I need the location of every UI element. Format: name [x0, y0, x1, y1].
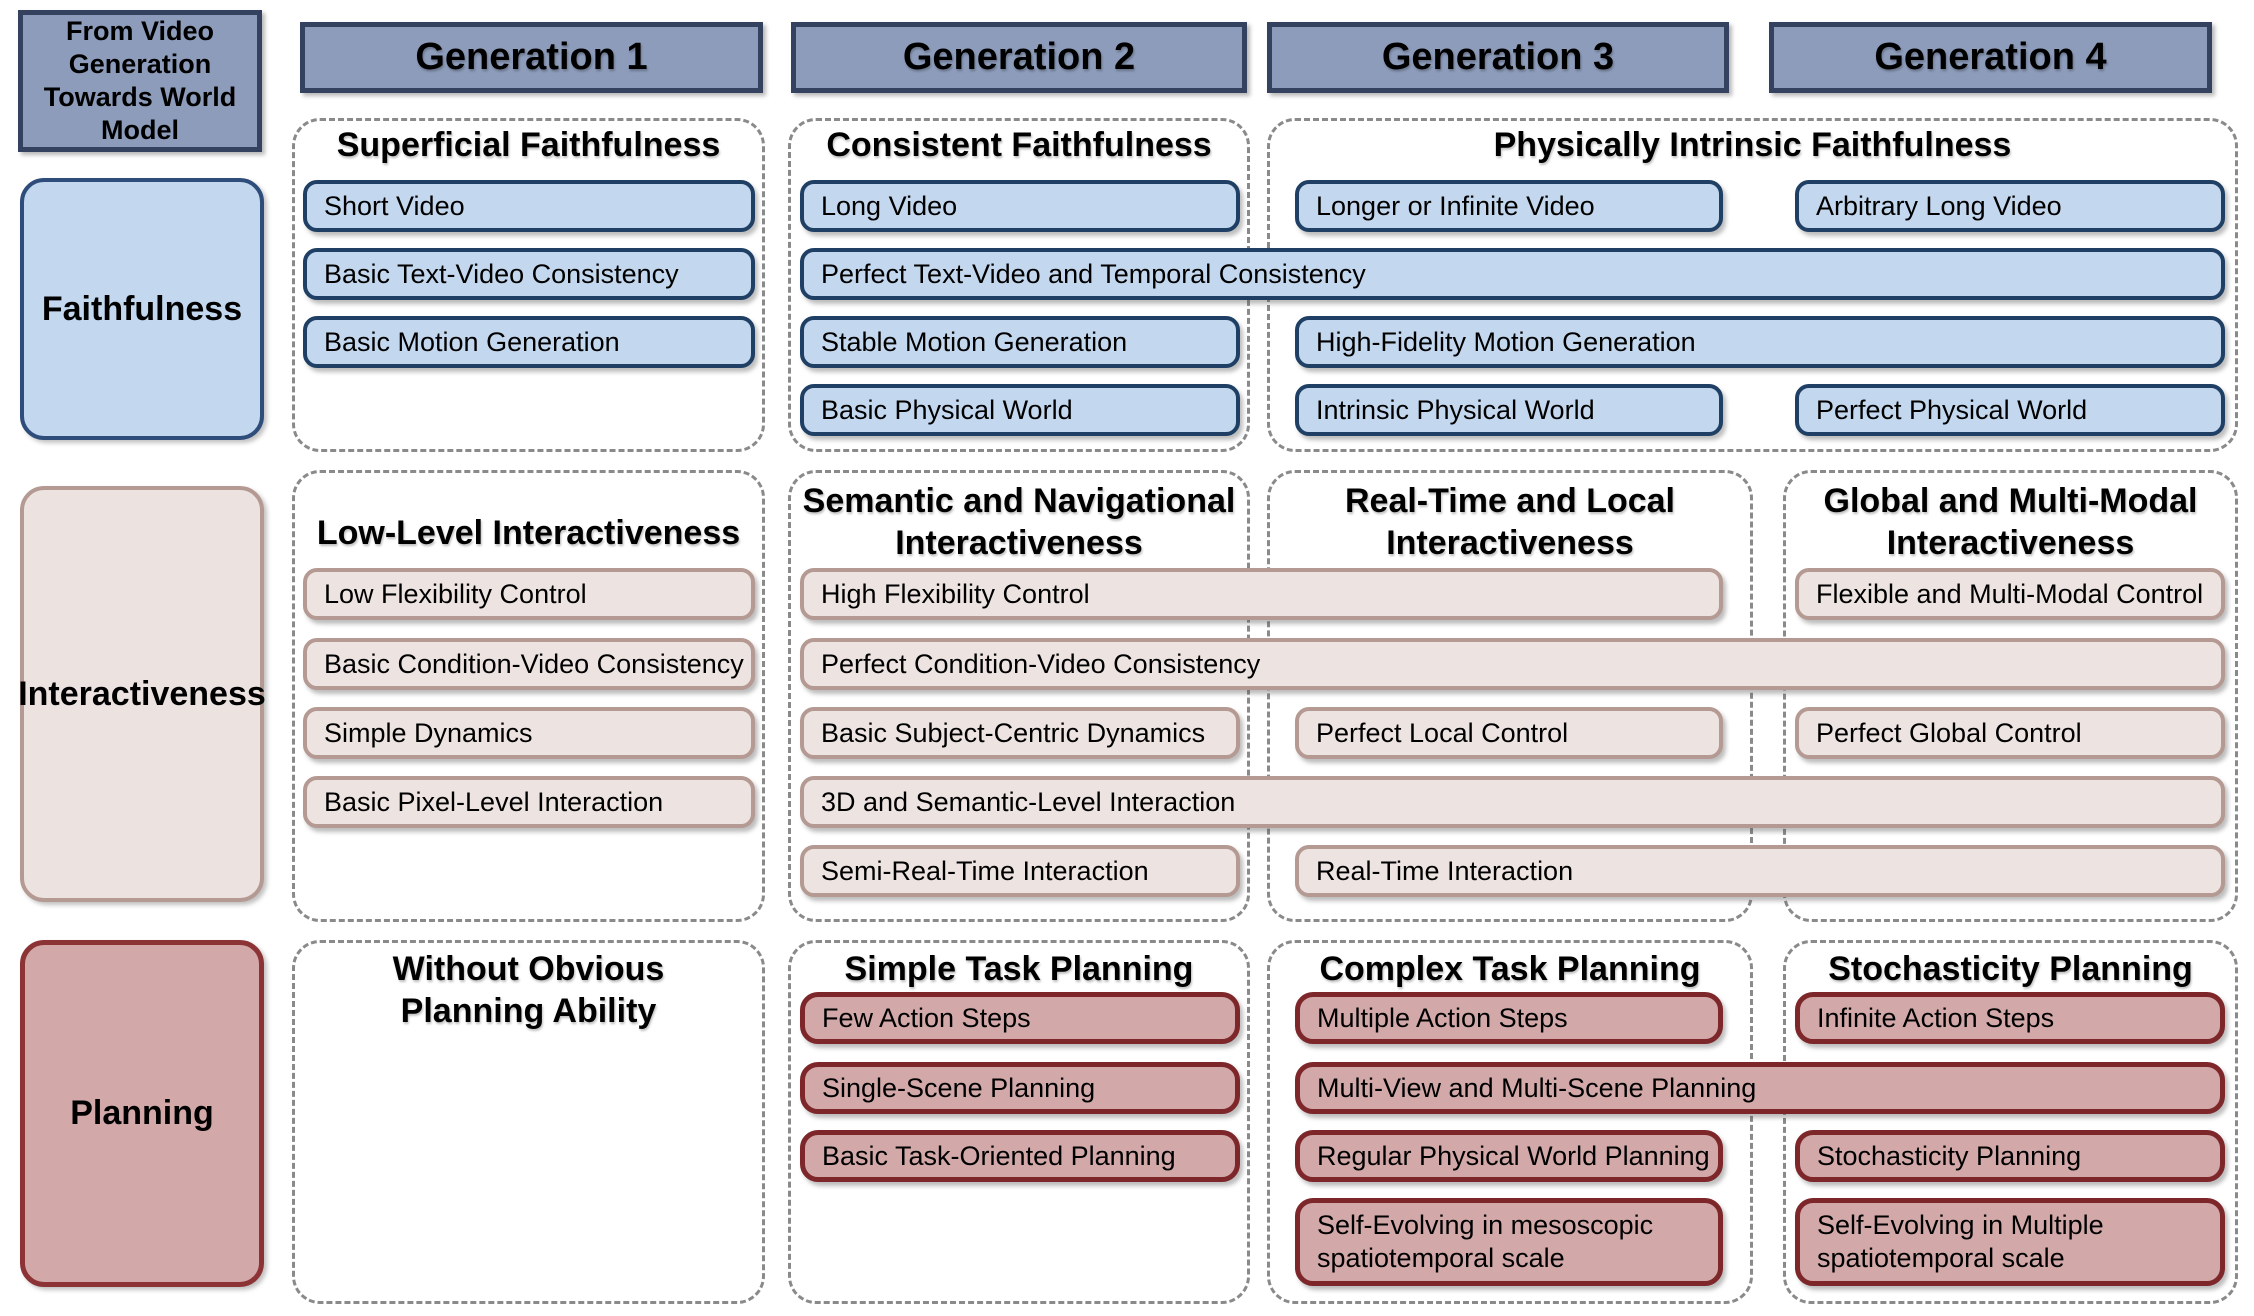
item-arbitrary-long-video: Arbitrary Long Video [1795, 180, 2225, 232]
header-generation-1: Generation 1 [300, 22, 763, 93]
title-superficial-faithfulness: Superficial Faithfulness [336, 126, 721, 164]
title-simple-task-planning: Simple Task Planning [844, 950, 1194, 988]
item-stochasticity-planning: Stochasticity Planning [1795, 1130, 2225, 1182]
row-label-interactiveness: Interactiveness [18, 486, 266, 902]
section-box-superficial-faithfulness [292, 118, 765, 452]
item-simple-dynamics: Simple Dynamics [303, 707, 755, 759]
item-perfect-local-control: Perfect Local Control [1295, 707, 1723, 759]
title-without-obvious-planning: Without Obvious Planning Ability [392, 950, 665, 1030]
item-self-evolving-mesoscopic: Self-Evolving in mesoscopic spatiotempor… [1295, 1198, 1723, 1286]
item-multiple-action-steps: Multiple Action Steps [1295, 992, 1723, 1044]
title-real-time-local-interactiveness: Real-Time and Local Interactiveness [1344, 482, 1676, 562]
item-high-fidelity-motion-generation: High-Fidelity Motion Generation [1295, 316, 2225, 368]
section-box-without-obvious-planning [292, 940, 765, 1304]
title-low-level-interactiveness: Low-Level Interactiveness [316, 514, 741, 552]
item-longer-or-infinite-video: Longer or Infinite Video [1295, 180, 1723, 232]
section-box-low-level-interactiveness [292, 470, 765, 922]
header-generation-3: Generation 3 [1267, 22, 1729, 93]
title-semantic-navigational-interactiveness: Semantic and Navigational Interactivenes… [802, 482, 1236, 562]
item-perfect-physical-world: Perfect Physical World [1795, 384, 2225, 436]
header-generation-4: Generation 4 [1769, 22, 2212, 93]
item-intrinsic-physical-world: Intrinsic Physical World [1295, 384, 1723, 436]
item-few-action-steps: Few Action Steps [800, 992, 1240, 1044]
section-box-stochasticity-planning [1783, 940, 2238, 1304]
section-box-global-multi-modal-interactiveness [1783, 470, 2238, 922]
corner-title-box: From Video Generation Towards World Mode… [18, 10, 262, 152]
row-label-faithfulness: Faithfulness [20, 178, 264, 440]
title-consistent-faithfulness: Consistent Faithfulness [826, 126, 1212, 164]
item-self-evolving-multiple: Self-Evolving in Multiple spatiotemporal… [1795, 1198, 2225, 1286]
item-low-flexibility-control: Low Flexibility Control [303, 568, 755, 620]
section-box-simple-task-planning [788, 940, 1250, 1304]
item-long-video: Long Video [800, 180, 1240, 232]
item-high-flexibility-control: High Flexibility Control [800, 568, 1723, 620]
item-perfect-text-video-temporal-consistency: Perfect Text-Video and Temporal Consiste… [800, 248, 2225, 300]
section-box-real-time-local-interactiveness [1267, 470, 1753, 922]
item-flexible-multi-modal-control: Flexible and Multi-Modal Control [1795, 568, 2225, 620]
title-global-multi-modal-interactiveness: Global and Multi-Modal Interactiveness [1823, 482, 2198, 562]
section-box-semantic-navigational-interactiveness [788, 470, 1250, 922]
item-basic-task-oriented-planning: Basic Task-Oriented Planning [800, 1130, 1240, 1182]
item-basic-condition-video-consistency: Basic Condition-Video Consistency [303, 638, 755, 690]
item-3d-semantic-level-interaction: 3D and Semantic-Level Interaction [800, 776, 2225, 828]
item-infinite-action-steps: Infinite Action Steps [1795, 992, 2225, 1044]
item-multi-view-multi-scene-planning: Multi-View and Multi-Scene Planning [1295, 1062, 2225, 1114]
item-perfect-global-control: Perfect Global Control [1795, 707, 2225, 759]
item-regular-physical-world-planning: Regular Physical World Planning [1295, 1130, 1723, 1182]
title-stochasticity-planning: Stochasticity Planning [1828, 950, 2193, 988]
item-short-video: Short Video [303, 180, 755, 232]
title-complex-task-planning: Complex Task Planning [1319, 950, 1701, 988]
item-perfect-condition-video-consistency: Perfect Condition-Video Consistency [800, 638, 2225, 690]
item-semi-real-time-interaction: Semi-Real-Time Interaction [800, 845, 1240, 897]
section-box-complex-task-planning [1267, 940, 1753, 1304]
item-real-time-interaction: Real-Time Interaction [1295, 845, 2225, 897]
item-basic-pixel-level-interaction: Basic Pixel-Level Interaction [303, 776, 755, 828]
title-physically-intrinsic-faithfulness: Physically Intrinsic Faithfulness [1493, 126, 2012, 164]
header-generation-2: Generation 2 [791, 22, 1247, 93]
item-basic-motion-generation: Basic Motion Generation [303, 316, 755, 368]
item-stable-motion-generation: Stable Motion Generation [800, 316, 1240, 368]
item-basic-text-video-consistency: Basic Text-Video Consistency [303, 248, 755, 300]
item-basic-physical-world: Basic Physical World [800, 384, 1240, 436]
row-label-planning: Planning [20, 940, 264, 1287]
item-single-scene-planning: Single-Scene Planning [800, 1062, 1240, 1114]
item-basic-subject-centric-dynamics: Basic Subject-Centric Dynamics [800, 707, 1240, 759]
